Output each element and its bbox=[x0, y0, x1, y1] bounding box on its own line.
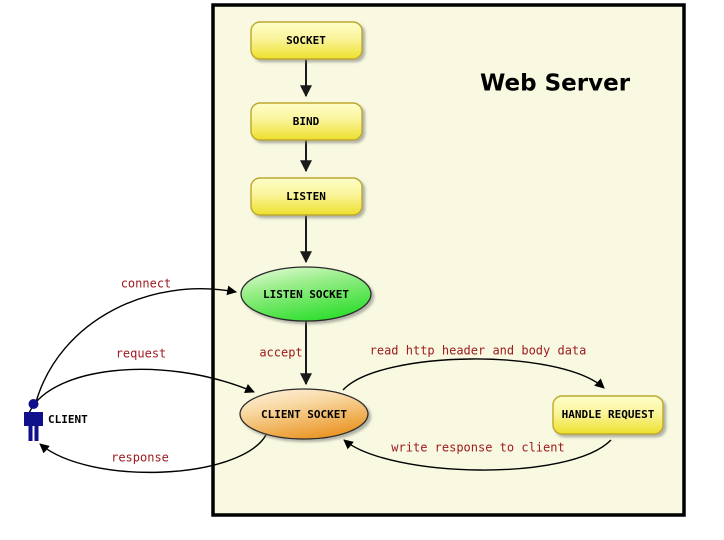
edge-server-response: response bbox=[39, 434, 267, 474]
edge-read-request-path bbox=[342, 358, 605, 391]
node-client-socket-label: CLIENT SOCKET bbox=[261, 408, 347, 421]
actor-client-body bbox=[24, 412, 43, 441]
actor-client-label: CLIENT bbox=[48, 413, 88, 426]
node-listen-socket-shape[interactable] bbox=[240, 266, 372, 322]
actor-client-head bbox=[28, 399, 39, 409]
node-listen-socket[interactable]: LISTEN SOCKET bbox=[240, 266, 372, 322]
node-listen-socket-label: LISTEN SOCKET bbox=[263, 288, 349, 301]
edge-label-request: request bbox=[116, 347, 167, 361]
node-client-socket[interactable]: CLIENT SOCKET bbox=[239, 388, 369, 440]
actor-client[interactable]: CLIENT bbox=[24, 399, 88, 441]
edge-label-read-request: read http header and body data bbox=[370, 344, 587, 358]
node-client-socket-shape[interactable] bbox=[239, 388, 369, 440]
node-listen-label: LISTEN bbox=[286, 190, 326, 203]
node-bind[interactable]: BIND bbox=[250, 102, 363, 141]
node-socket-label: SOCKET bbox=[286, 34, 326, 47]
edge-response-path bbox=[39, 434, 267, 474]
edge-request-path bbox=[27, 368, 255, 417]
node-listen-shape[interactable] bbox=[250, 177, 363, 216]
edge-client-connect: connect bbox=[35, 277, 237, 403]
edge-label-write-response: write response to client bbox=[391, 441, 564, 455]
edge-listen-socket-to-client-socket: accept bbox=[259, 321, 312, 386]
edge-label-response: response bbox=[111, 451, 169, 465]
node-socket[interactable]: SOCKET bbox=[250, 21, 363, 60]
edge-write-response-path bbox=[343, 439, 612, 471]
edge-client-request: request bbox=[27, 347, 255, 417]
node-bind-label: BIND bbox=[293, 115, 320, 128]
node-bind-shape[interactable] bbox=[250, 102, 363, 141]
edge-label-connect: connect bbox=[121, 277, 172, 291]
web-server-boundary: Web Server bbox=[211, 3, 686, 517]
edge-write-response: write response to client bbox=[343, 439, 612, 471]
node-handle-request[interactable]: HANDLE REQUEST bbox=[552, 395, 664, 435]
edge-read-request: read http header and body data bbox=[342, 344, 605, 391]
web-server-title: Web Server bbox=[480, 71, 631, 97]
node-listen[interactable]: LISTEN bbox=[250, 177, 363, 216]
node-socket-shape[interactable] bbox=[250, 21, 363, 60]
edge-label-accept: accept bbox=[259, 346, 302, 360]
edge-connect-path bbox=[35, 285, 237, 403]
node-handle-request-label: HANDLE REQUEST bbox=[562, 408, 655, 421]
node-handle-request-shape[interactable] bbox=[552, 395, 664, 435]
